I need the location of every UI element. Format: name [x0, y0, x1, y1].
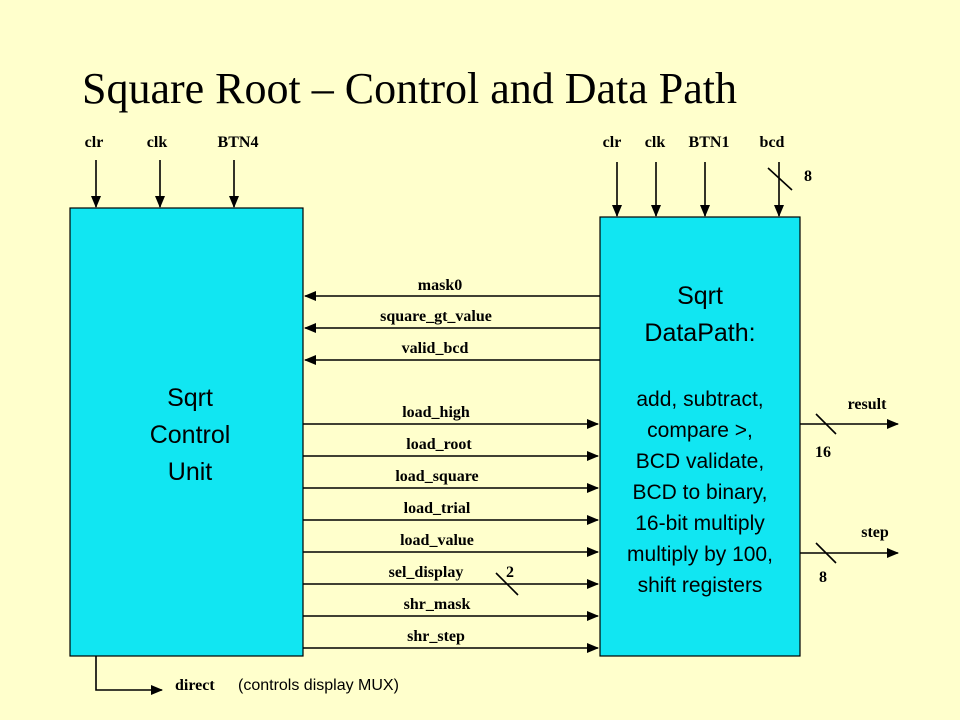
dp-input-btn1-label: BTN1: [689, 134, 730, 151]
datapath-op-1: add, subtract,: [636, 388, 763, 411]
mask0-label: mask0: [418, 277, 462, 294]
direct-label: direct: [175, 677, 215, 694]
sel-display-label: sel_display: [389, 564, 464, 581]
direct-arrow: [95, 656, 163, 695]
result-bus-width: 16: [815, 444, 831, 461]
datapath-op-2: compare >,: [647, 419, 753, 442]
control-unit-label-2: Control: [150, 421, 231, 449]
square-gt-value-label: square_gt_value: [380, 308, 492, 325]
dp-input-clr-label: clr: [603, 134, 622, 151]
sel-display-bus-width: 2: [506, 564, 514, 581]
datapath-label-2: DataPath:: [644, 319, 755, 347]
datapath-op-4: BCD to binary,: [633, 481, 768, 504]
datapath-op-7: shift registers: [638, 574, 763, 597]
cu-input-clk-label: clk: [147, 134, 168, 151]
shr-mask-label: shr_mask: [404, 596, 471, 613]
load-square-label: load_square: [395, 468, 478, 485]
datapath-op-3: BCD validate,: [636, 450, 764, 473]
load-root-label: load_root: [406, 436, 472, 453]
result-label: result: [848, 396, 887, 413]
bcd-bus-slash: [767, 167, 793, 191]
cu-input-clr-label: clr: [85, 134, 104, 151]
datapath-label-1: Sqrt: [677, 282, 723, 310]
step-label: step: [861, 524, 889, 541]
step-bus-width: 8: [819, 569, 827, 586]
page-title: Square Root – Control and Data Path: [82, 64, 737, 113]
dp-input-bcd-label: bcd: [760, 134, 785, 151]
datapath-op-5: 16-bit multiply: [635, 512, 765, 535]
datapath-block: [599, 216, 801, 657]
shr-step-label: shr_step: [407, 628, 465, 645]
load-value-label: load_value: [400, 532, 474, 549]
load-high-label: load_high: [402, 404, 470, 421]
result-bus-slash: [815, 413, 837, 435]
cu-input-btn4-label: BTN4: [218, 134, 259, 151]
control-unit-label-1: Sqrt: [167, 384, 213, 412]
control-unit-block: [69, 207, 304, 657]
step-bus-slash: [815, 542, 837, 564]
datapath-op-6: multiply by 100,: [627, 543, 773, 566]
bcd-bus-width: 8: [804, 168, 812, 185]
valid-bcd-label: valid_bcd: [402, 340, 469, 357]
control-unit-label-3: Unit: [168, 458, 213, 486]
sel-display-bus-slash: [495, 572, 519, 596]
direct-note: (controls display MUX): [238, 677, 399, 694]
dp-input-clk-label: clk: [645, 134, 666, 151]
load-trial-label: load_trial: [404, 500, 471, 517]
